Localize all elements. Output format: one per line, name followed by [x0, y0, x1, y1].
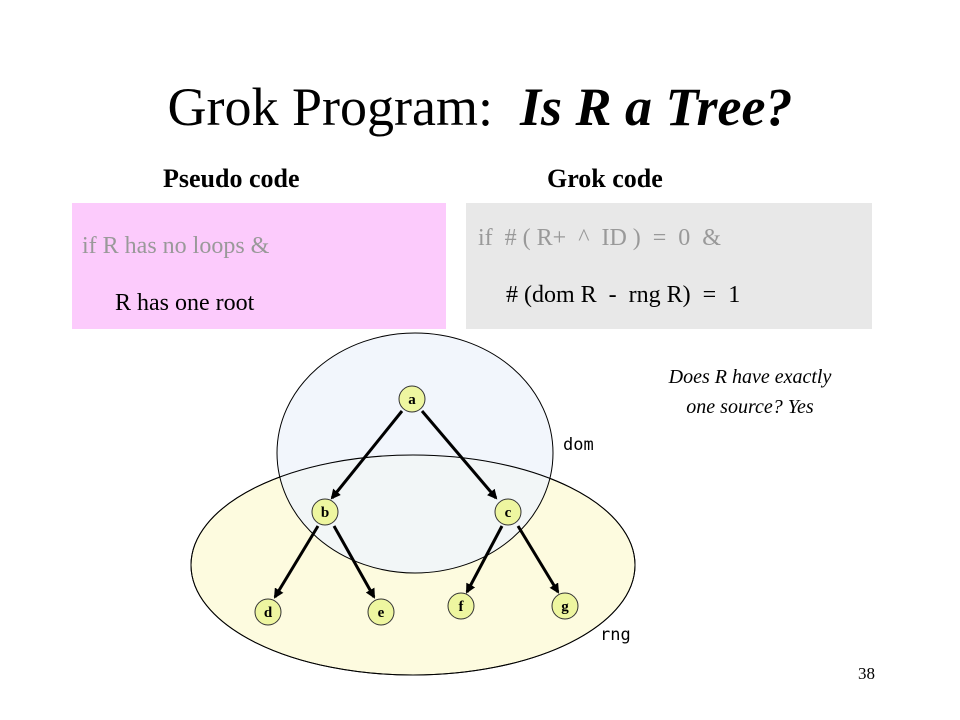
grok-line-2: # (dom R - rng R) = 1: [506, 282, 741, 308]
edge-b-e: [332, 525, 376, 599]
pseudo-line-2: R has one root: [115, 290, 255, 316]
node-e: e: [367, 598, 395, 626]
rng-label: rng: [600, 625, 631, 645]
title-emphasis: Is R a Tree?: [519, 77, 793, 137]
edge-b-d: [273, 525, 320, 599]
edge-c-f: [465, 525, 504, 594]
slide-title: Grok Program: Is R a Tree?: [0, 80, 960, 134]
node-e-label: e: [378, 605, 385, 621]
node-b: b: [311, 498, 339, 526]
dom-label: dom: [563, 435, 594, 455]
rng-set-outline: [190, 454, 636, 676]
pseudo-line-1: if R has no loops &: [82, 233, 270, 259]
edge-a-c: [420, 410, 498, 500]
node-d-label: d: [264, 605, 273, 621]
node-g: g: [551, 592, 579, 620]
node-f-label: f: [459, 599, 465, 615]
node-a: a: [398, 385, 426, 413]
note-line-1: Does R have exactly: [668, 366, 832, 388]
grok-code-box: if # ( R+ ^ ID ) = 0 & # (dom R - rng R)…: [466, 203, 872, 329]
grok-code-heading: Grok code: [547, 164, 663, 193]
node-g-label: g: [561, 599, 569, 615]
pseudo-code-box: if R has no loops & R has one root: [72, 203, 446, 329]
title-plain: Grok Program:: [167, 77, 493, 137]
dom-set-ellipse: [276, 332, 554, 574]
grok-line-1: if # ( R+ ^ ID ) = 0 &: [478, 225, 721, 251]
node-c-label: c: [505, 505, 512, 521]
pseudo-code-heading: Pseudo code: [163, 164, 300, 193]
node-f: f: [447, 592, 475, 620]
edge-c-g: [516, 525, 560, 594]
node-d: d: [254, 598, 282, 626]
source-note: Does R have exactly one source? Yes: [620, 362, 880, 422]
node-b-label: b: [321, 505, 329, 521]
node-a-label: a: [408, 392, 416, 408]
page-number: 38: [858, 664, 875, 683]
note-line-2: one source? Yes: [686, 396, 814, 418]
node-c: c: [494, 498, 522, 526]
edge-a-b: [330, 410, 404, 500]
